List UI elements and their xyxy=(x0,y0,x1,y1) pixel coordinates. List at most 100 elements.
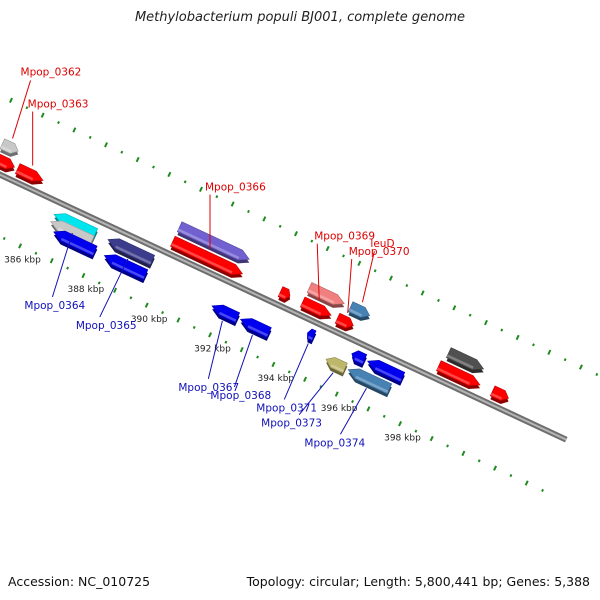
gene-label[interactable]: Mpop_0373 xyxy=(261,418,322,430)
scale-tick xyxy=(294,231,298,237)
scale-tick xyxy=(325,245,330,252)
gene-arrow[interactable] xyxy=(347,301,371,318)
kbp-label: 392 kbp xyxy=(194,345,231,355)
scale-tick xyxy=(532,343,535,347)
gene-label[interactable]: Mpop_0364 xyxy=(24,300,85,312)
label-leader-line xyxy=(298,372,334,416)
scale-tick xyxy=(310,239,314,243)
scale-tick xyxy=(113,287,118,294)
scale-tick xyxy=(49,258,54,264)
gene-arrow[interactable] xyxy=(351,350,368,365)
gene-labels: Mpop_0362Mpop_0363Mpop_0364Mpop_0365Mpop… xyxy=(12,66,410,449)
gene-arrow-highlight xyxy=(0,162,8,169)
gene-arrow[interactable] xyxy=(0,138,19,154)
gene-arrow-highlight xyxy=(278,293,286,299)
gene-arrow-highlight xyxy=(0,145,12,153)
scale-tick xyxy=(493,465,498,471)
gene-label[interactable]: Mpop_0370 xyxy=(349,246,410,258)
scale-tick xyxy=(183,180,187,184)
label-leader-line xyxy=(361,251,375,303)
gene-arrow-highlight xyxy=(490,392,503,400)
scale-tick xyxy=(230,201,235,207)
gene-label[interactable]: Mpop_0367 xyxy=(178,382,239,394)
kbp-label: 390 kbp xyxy=(131,315,168,325)
scale-tick xyxy=(2,236,6,241)
scale-tick xyxy=(208,332,213,338)
scale-tick xyxy=(437,298,440,302)
kbp-label: 394 kbp xyxy=(257,374,294,384)
gene-arrow[interactable] xyxy=(306,282,345,305)
scale-tick xyxy=(192,325,196,329)
scale-tick xyxy=(414,429,418,433)
scale-tick xyxy=(239,346,244,353)
gene-label[interactable]: Mpop_0374 xyxy=(304,437,365,449)
scale-tick xyxy=(215,195,219,199)
scale-tick xyxy=(452,305,457,311)
scale-tick xyxy=(88,135,92,139)
gene-arrow-highlight xyxy=(335,320,347,328)
scale-tick xyxy=(500,328,504,332)
scale-tick xyxy=(81,272,86,279)
scale-ticks xyxy=(2,97,599,492)
gene-arrow-highlight xyxy=(111,261,145,279)
gene-arrow-highlight xyxy=(355,375,389,393)
scale-tick xyxy=(373,269,377,273)
scale-tick xyxy=(303,376,308,382)
scale-tick xyxy=(484,319,488,326)
gene-arrow-highlight xyxy=(115,245,152,265)
scale-tick xyxy=(595,372,599,377)
scale-tick xyxy=(563,358,567,362)
gene-arrow-highlight xyxy=(354,357,364,364)
gene-label[interactable]: Mpop_0366 xyxy=(205,182,266,194)
scale-tick xyxy=(405,284,409,288)
accession-label: Accession: NC_010725 xyxy=(8,574,151,589)
scale-tick xyxy=(66,266,70,270)
scale-tick xyxy=(357,260,362,267)
gene-arrow-highlight xyxy=(177,228,240,260)
scale-tick xyxy=(18,243,23,249)
scale-tick xyxy=(366,406,371,412)
scale-tick xyxy=(152,165,155,169)
label-leader-line xyxy=(99,258,129,318)
scale-tick xyxy=(389,275,393,281)
scale-tick xyxy=(161,311,165,315)
label-leader-line xyxy=(12,80,32,139)
label-leader-line xyxy=(316,243,320,300)
scale-tick xyxy=(199,186,203,192)
scale-tick xyxy=(224,340,228,344)
scale-tick xyxy=(25,106,29,110)
scale-tick xyxy=(34,251,38,255)
scale-tick xyxy=(287,370,291,374)
gene-arrow[interactable] xyxy=(489,385,509,401)
gene-arrow-highlight xyxy=(436,367,471,385)
scale-tick xyxy=(176,317,181,323)
gene-arrow[interactable] xyxy=(14,163,44,182)
gene-arrow-highlight xyxy=(446,354,474,369)
gene-arrow-highlight xyxy=(307,289,335,304)
gene-label[interactable]: Mpop_0369 xyxy=(314,231,375,243)
kbp-label: 386 kbp xyxy=(4,256,41,266)
scale-tick xyxy=(524,480,529,486)
gene-arrow[interactable] xyxy=(170,235,244,275)
scale-tick xyxy=(72,127,77,133)
gene-label[interactable]: Mpop_0363 xyxy=(28,99,89,111)
gene-label[interactable]: Mpop_0362 xyxy=(21,66,82,78)
gene-arrow[interactable] xyxy=(176,221,250,261)
gene-arrow[interactable] xyxy=(436,360,481,386)
gene-label[interactable]: Mpop_0365 xyxy=(76,320,137,332)
gene-arrow-highlight xyxy=(330,364,345,373)
gene-arrow[interactable] xyxy=(446,347,485,371)
gene-arrow-highlight xyxy=(15,170,34,181)
gene-arrow-highlight xyxy=(247,325,269,337)
scale-tick xyxy=(97,281,101,285)
label-leader-line xyxy=(207,320,223,379)
gene-arrow[interactable] xyxy=(334,312,354,329)
gene-arrow[interactable] xyxy=(299,296,332,317)
scale-tick xyxy=(547,349,552,355)
gene-label[interactable]: leuD xyxy=(370,238,394,250)
scale-tick xyxy=(135,156,140,163)
gene-label[interactable]: Mpop_0368 xyxy=(210,390,271,402)
map-title: Methylobacterium populi BJ001, complete … xyxy=(134,10,466,25)
